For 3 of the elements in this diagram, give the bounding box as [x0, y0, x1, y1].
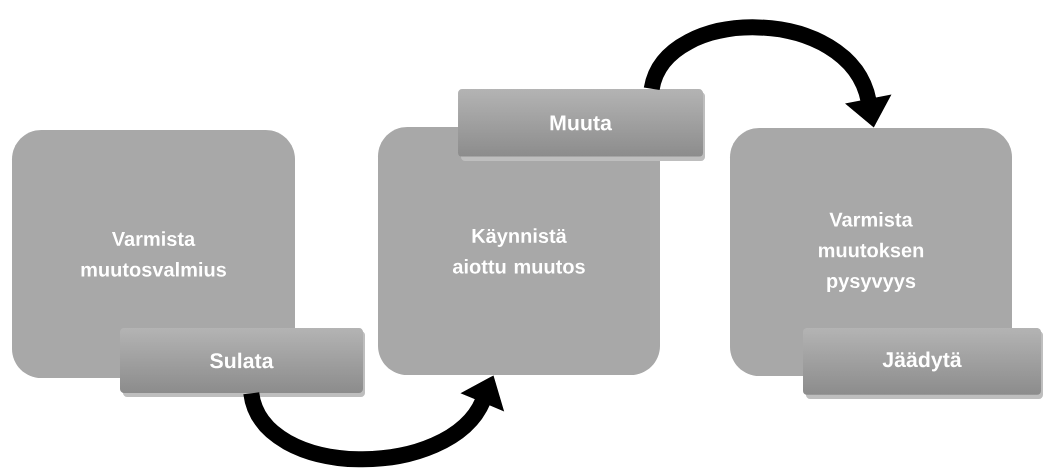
stage-tab: Sulata: [120, 328, 365, 397]
stage-tab: Jäädytä: [803, 328, 1043, 399]
stage-tab: Muuta: [458, 89, 705, 161]
